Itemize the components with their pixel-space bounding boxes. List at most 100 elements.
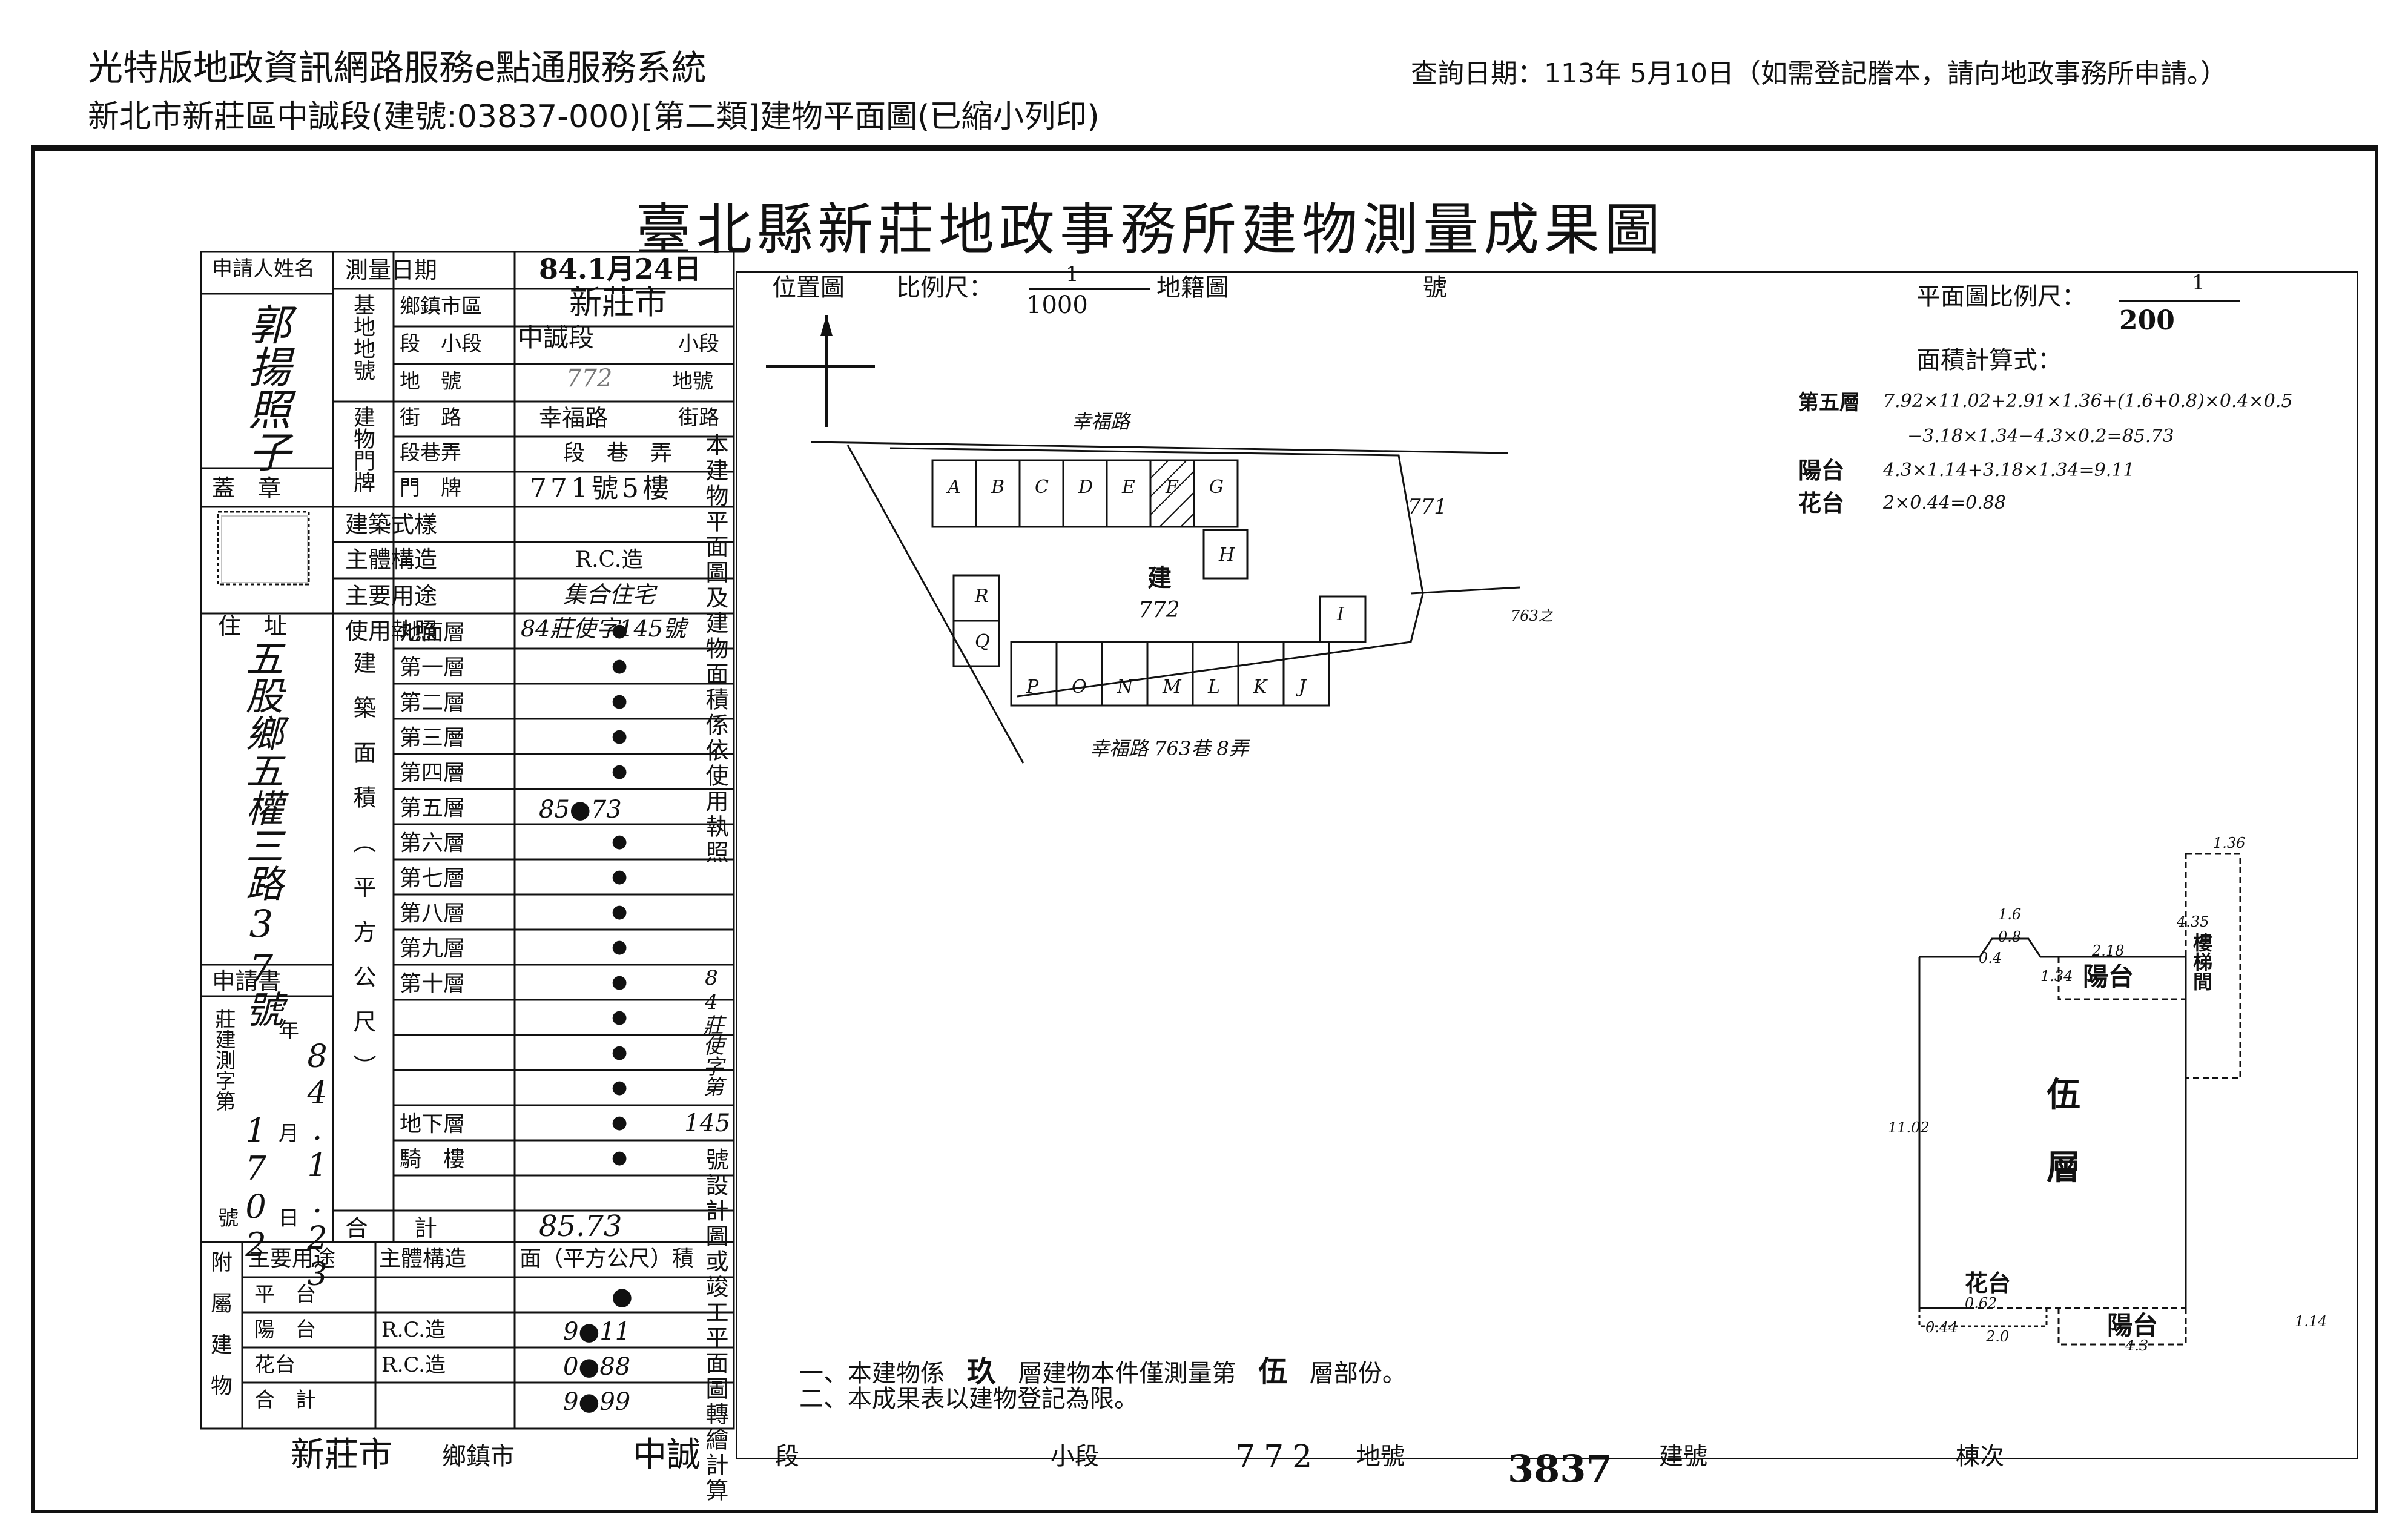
application-no-label: 莊建測字第 xyxy=(211,1008,236,1111)
document-title: 臺北縣新莊地政事務所建物測量成果圖 xyxy=(636,197,1666,262)
location-map-label: 位置圖 xyxy=(772,274,845,302)
floor-area-value: ● xyxy=(612,866,628,887)
plan-scale-label: 平面圖比例尺： xyxy=(1916,283,2086,311)
seal-label: 蓋 章 xyxy=(212,475,282,501)
vertical-note-1: 本建物平面圖及建物面積係依使用執照 xyxy=(702,433,728,865)
dimension-label: 2.18 xyxy=(2092,942,2125,959)
road-bottom-label: 幸福路 763巷 8弄 xyxy=(1090,737,1249,760)
attached-use: 合 計 xyxy=(254,1388,316,1412)
attached-use: 花台 xyxy=(254,1353,295,1377)
document-frame xyxy=(31,145,2378,1513)
attached-structure: R.C.造 xyxy=(381,1318,446,1342)
unit-label: E xyxy=(1122,477,1135,498)
floor-name: 第六層 xyxy=(400,831,466,856)
footer-lot: 772 xyxy=(1235,1439,1321,1475)
unit-label: R xyxy=(975,586,989,607)
dimension-label: 1.14 xyxy=(2295,1313,2327,1330)
application-label: 申請書 xyxy=(212,968,282,994)
floor-area-value: ● xyxy=(612,971,628,993)
attached-use: 陽 台 xyxy=(254,1318,316,1342)
dimension-label: 1.36 xyxy=(2213,835,2246,851)
note-1: 一、本建物係 玖 層建物本件僅測量第 伍 層部份。 xyxy=(799,1347,1407,1390)
unit-label: C xyxy=(1035,477,1049,498)
note-2: 二、本成果表以建物登記為限。 xyxy=(799,1385,1138,1413)
floor-area-value: ● xyxy=(612,1077,628,1098)
year-label: 年 xyxy=(279,1019,299,1043)
dimension-label: 0.62 xyxy=(1965,1295,1997,1312)
survey-date: 84.1月24日 xyxy=(539,253,702,285)
month-label: 月 xyxy=(279,1122,299,1146)
plan-scale-bar xyxy=(2119,300,2240,302)
balcony-top-label: 陽台 xyxy=(2083,962,2134,991)
attached-header-use: 主要用途 xyxy=(248,1246,336,1271)
street-label: 街 路 xyxy=(400,406,461,430)
floor-area-value: ● xyxy=(612,655,628,676)
unit-label: B xyxy=(991,477,1005,498)
floor-name: 第七層 xyxy=(400,866,466,891)
floor-name: 地下層 xyxy=(400,1112,466,1137)
unit-label: F xyxy=(1166,477,1178,498)
footer-section-label: 段 xyxy=(775,1443,799,1470)
cadastral-label: 地籍圖 xyxy=(1156,274,1229,302)
lot-suffix: 地號 xyxy=(672,369,713,394)
unit-label: N xyxy=(1117,676,1133,698)
floor-name: 第十層 xyxy=(400,971,466,996)
note-1-suffix: 層部份。 xyxy=(1309,1360,1407,1387)
floor-name: 第九層 xyxy=(400,936,466,961)
floor-plan-drawing xyxy=(1918,853,2241,1346)
unit-label: A xyxy=(948,477,961,498)
attached-area: 9●99 xyxy=(563,1388,631,1416)
dimension-label: 11.02 xyxy=(1888,1119,1930,1136)
attached-area: 0●88 xyxy=(563,1353,631,1381)
footer-lot-label: 地號 xyxy=(1356,1443,1405,1470)
floor-name: 第四層 xyxy=(400,761,466,785)
footer-subsection-label: 小段 xyxy=(1051,1443,1099,1470)
floor-name: 地面層 xyxy=(400,620,466,645)
doorplate-label: 建物門牌 xyxy=(350,406,375,493)
calc-floor-1: 7.92×11.02+2.91×1.36+(1.6+0.8)×0.4×0.5 xyxy=(1883,391,2293,412)
usage-value: 集合住宅 xyxy=(563,581,656,608)
road-top-label: 幸福路 xyxy=(1072,410,1130,433)
floor-area-value: ● xyxy=(612,1042,628,1063)
attached-structure: R.C.造 xyxy=(381,1353,446,1377)
location-scale-num: 1 xyxy=(1066,262,1079,286)
dimension-label: 0.4 xyxy=(1979,950,2002,967)
usage-label: 主要用途 xyxy=(345,583,438,609)
lot-value: 772 xyxy=(566,365,613,392)
form-grid xyxy=(200,251,735,1430)
floor-name: 騎 樓 xyxy=(400,1147,466,1172)
document-subtitle: 新北市新莊區中誠段(建號:03837-000)[第二類]建物平面圖(已縮小列印) xyxy=(88,99,1100,135)
floor-area-value: 85●73 xyxy=(539,796,622,824)
application-no-suffix: 號 xyxy=(218,1206,239,1231)
stair-label: 樓梯間 xyxy=(2190,933,2213,991)
area-calc-label: 面積計算式： xyxy=(1916,346,2062,374)
footer-unit-label: 棟次 xyxy=(1956,1443,2004,1470)
address-label: 住 址 xyxy=(218,613,288,640)
floor-area-value: ● xyxy=(612,831,628,852)
lot-right-label: 771 xyxy=(1408,495,1447,519)
total-label: 合 計 xyxy=(345,1215,438,1241)
survey-form: 申請人姓名 郭揚照子 蓋 章 住 址 五股鄉五權三路37號 申請書 莊建測字第 … xyxy=(200,251,736,1504)
floor-area-value: ● xyxy=(612,761,628,782)
doorplate-no-label: 門 牌 xyxy=(400,476,461,500)
floor-area-value: ● xyxy=(612,1112,628,1133)
survey-date-label: 測量日期 xyxy=(345,257,438,283)
address-value: 五股鄉五權三路37號 xyxy=(239,639,283,1028)
attached-use: 平 台 xyxy=(254,1283,316,1307)
attached-header-structure: 主體構造 xyxy=(379,1246,467,1271)
floor-name: 第八層 xyxy=(400,901,466,926)
dimension-label: 4.3 xyxy=(2125,1337,2149,1354)
calc-balcony: 4.3×1.14+3.18×1.34=9.11 xyxy=(1883,460,2135,481)
unit-label: D xyxy=(1078,477,1093,498)
applicant-name: 郭揚照子 xyxy=(242,303,291,472)
floor-area-value: ● xyxy=(612,620,628,641)
area-label: 建築面積（平方公尺） xyxy=(349,651,376,1099)
doorplate-no-value: 771號5樓 xyxy=(530,473,673,504)
structure-value: R.C.造 xyxy=(575,547,644,572)
attached-header-area: 面（平方公尺）積 xyxy=(520,1246,694,1271)
note-1-prefix: 一、本建物係 xyxy=(799,1360,945,1387)
balcony-bottom-label: 陽台 xyxy=(2107,1311,2159,1340)
unit-label: I xyxy=(1337,604,1344,625)
planter-label: 花台 xyxy=(1965,1269,2011,1297)
attached-area: ● xyxy=(612,1283,633,1311)
